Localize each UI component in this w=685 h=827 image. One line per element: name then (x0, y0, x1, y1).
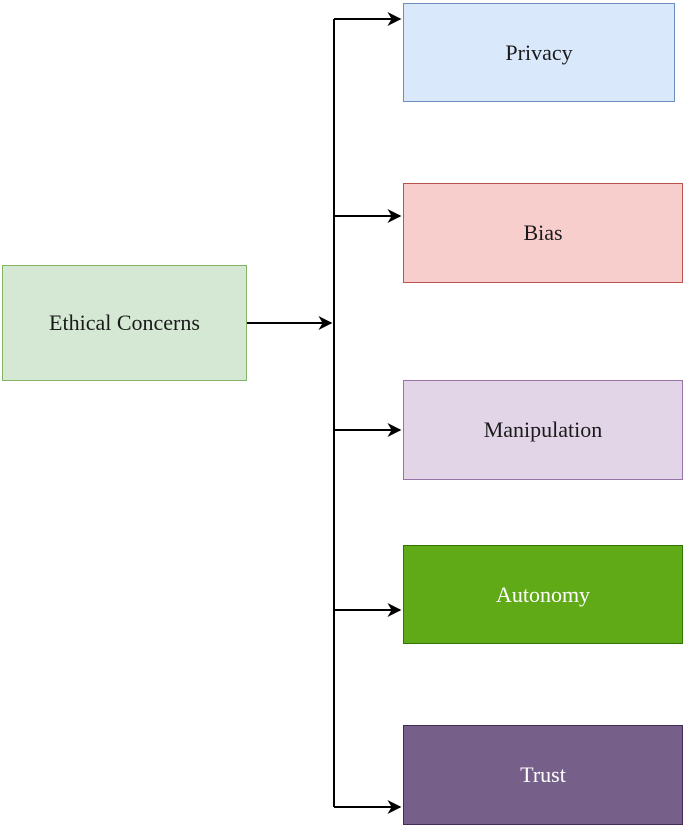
privacy-node: Privacy (403, 3, 675, 102)
bias-node: Bias (403, 183, 683, 283)
ethical-concerns-node: Ethical Concerns (2, 265, 247, 381)
manipulation-node: Manipulation (403, 380, 683, 480)
privacy-label: Privacy (505, 39, 573, 65)
manipulation-label: Manipulation (483, 417, 603, 442)
bias-label: Bias (523, 220, 563, 245)
autonomy-node: Autonomy (403, 545, 683, 644)
trust-label: Trust (520, 762, 566, 787)
ethical-concerns-label: Ethical Concerns (49, 310, 200, 335)
autonomy-label: Autonomy (495, 581, 591, 607)
trust-node: Trust (403, 725, 683, 825)
